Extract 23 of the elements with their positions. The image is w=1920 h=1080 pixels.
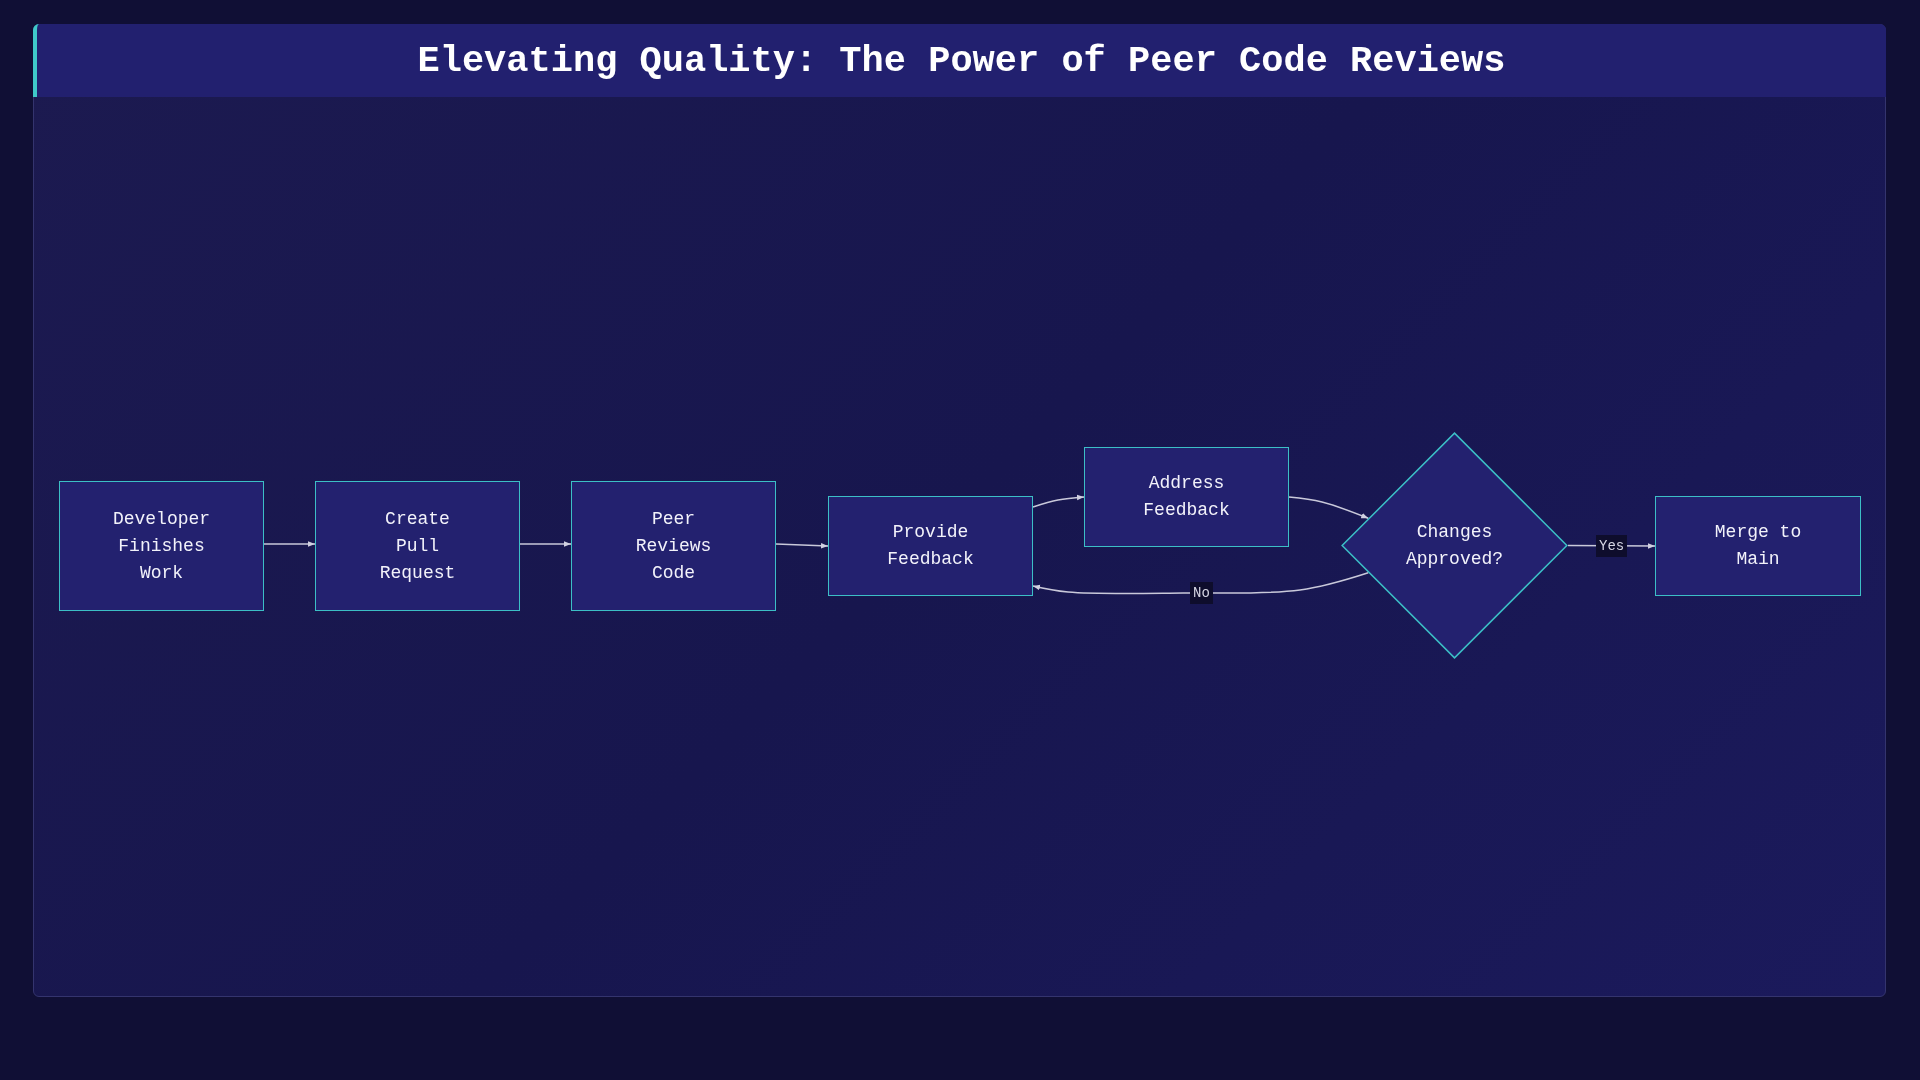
node-label: Create Pull Request [378, 507, 457, 585]
node-label: Address Feedback [1142, 472, 1231, 522]
node-label: Merge to Main [1713, 521, 1803, 571]
arrow [263, 541, 316, 547]
process-box [1655, 496, 1861, 596]
edge-label: Yes [1596, 534, 1628, 557]
arrow [519, 541, 572, 547]
process-box [59, 481, 264, 611]
process-box [1084, 447, 1289, 547]
arrow [1032, 494, 1085, 508]
node-label: Developer Finishes Work [111, 507, 212, 585]
title: Elevating Quality: The Power of Peer Code Reviews [417, 39, 1506, 82]
arrow [1288, 496, 1369, 519]
node-label: Changes Approved? [1404, 520, 1505, 571]
process-box [571, 481, 776, 611]
node-label: Peer Reviews Code [634, 507, 713, 585]
process-box [315, 481, 520, 611]
node-label: Provide Feedback [886, 521, 975, 571]
decision-diamond [1341, 432, 1568, 659]
edge-label: No [1190, 581, 1213, 604]
arrow [1032, 572, 1369, 595]
arrow [775, 542, 829, 549]
process-box [828, 496, 1033, 596]
